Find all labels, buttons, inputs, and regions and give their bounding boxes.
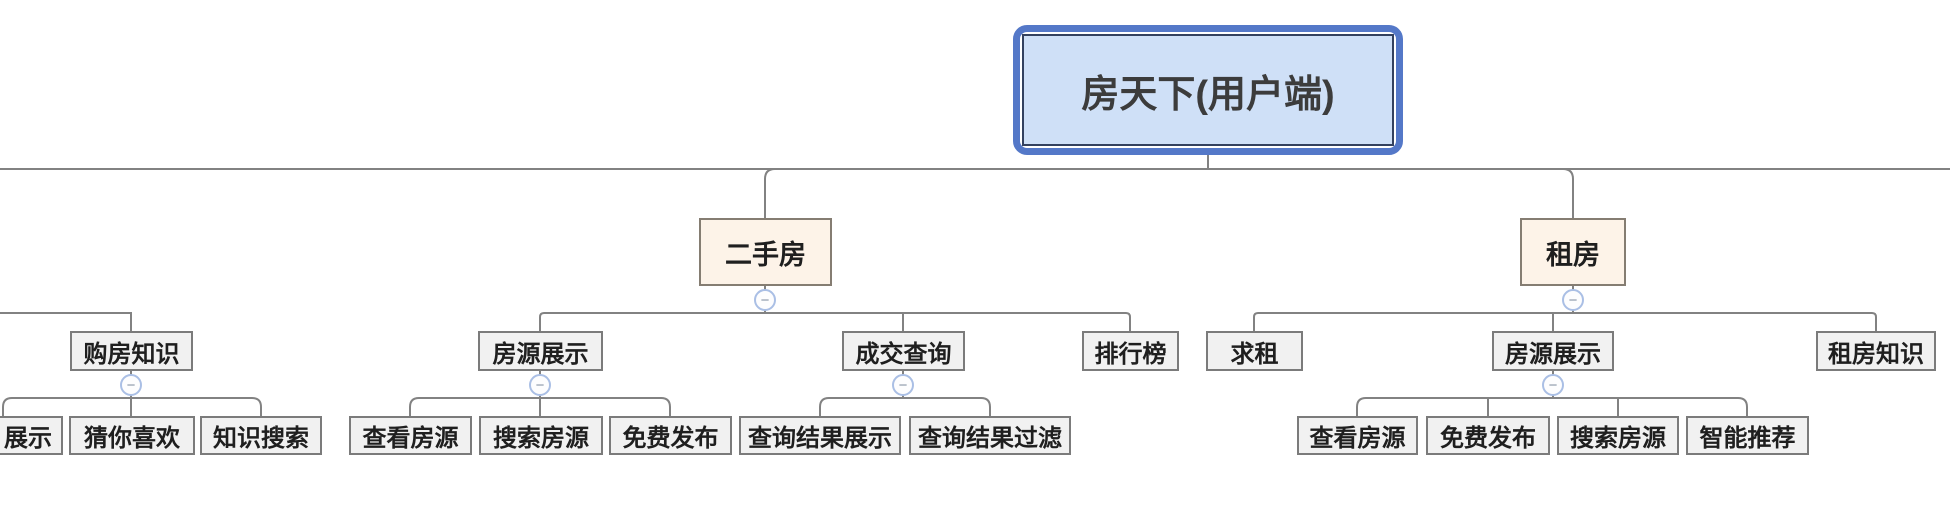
node-view-listings-left[interactable]: 查看房源 xyxy=(349,416,472,455)
node-ranking[interactable]: 排行榜 xyxy=(1082,331,1179,371)
node-free-publish-right[interactable]: 免费发布 xyxy=(1426,416,1550,455)
node-listing-display-right[interactable]: 房源展示 xyxy=(1492,331,1614,371)
node-rent-seeking[interactable]: 求租 xyxy=(1206,331,1303,371)
node-query-result-display[interactable]: 查询结果展示 xyxy=(739,416,901,455)
node-display-truncated[interactable]: 展示 xyxy=(0,416,63,455)
node-second-hand-house[interactable]: 二手房 xyxy=(699,218,832,286)
collapse-button-listing-display-right[interactable]: − xyxy=(1542,374,1564,396)
collapse-button-purchase-knowledge[interactable]: − xyxy=(120,374,142,396)
collapse-button-second-hand-house[interactable]: − xyxy=(754,289,776,311)
node-smart-recommend[interactable]: 智能推荐 xyxy=(1686,416,1809,455)
node-guess-you-like[interactable]: 猜你喜欢 xyxy=(69,416,195,455)
node-rent-house[interactable]: 租房 xyxy=(1520,218,1626,286)
node-view-listings-right[interactable]: 查看房源 xyxy=(1297,416,1418,455)
node-deal-query[interactable]: 成交查询 xyxy=(842,331,965,371)
node-listing-display-left[interactable]: 房源展示 xyxy=(478,331,603,371)
collapse-button-deal-query[interactable]: − xyxy=(892,374,914,396)
node-knowledge-search[interactable]: 知识搜索 xyxy=(200,416,322,455)
node-free-publish-left[interactable]: 免费发布 xyxy=(609,416,732,455)
node-search-listings-left[interactable]: 搜索房源 xyxy=(479,416,603,455)
node-search-listings-right[interactable]: 搜索房源 xyxy=(1557,416,1679,455)
node-query-result-filter[interactable]: 查询结果过滤 xyxy=(909,416,1071,455)
node-rent-knowledge[interactable]: 租房知识 xyxy=(1816,331,1936,371)
connector-lines xyxy=(0,155,1950,416)
collapse-button-listing-display-left[interactable]: − xyxy=(529,374,551,396)
root-node[interactable]: 房天下(用户端) xyxy=(1013,25,1403,155)
node-purchase-knowledge[interactable]: 购房知识 xyxy=(70,331,193,371)
root-node-label: 房天下(用户端) xyxy=(1022,34,1394,146)
collapse-button-rent-house[interactable]: − xyxy=(1562,289,1584,311)
